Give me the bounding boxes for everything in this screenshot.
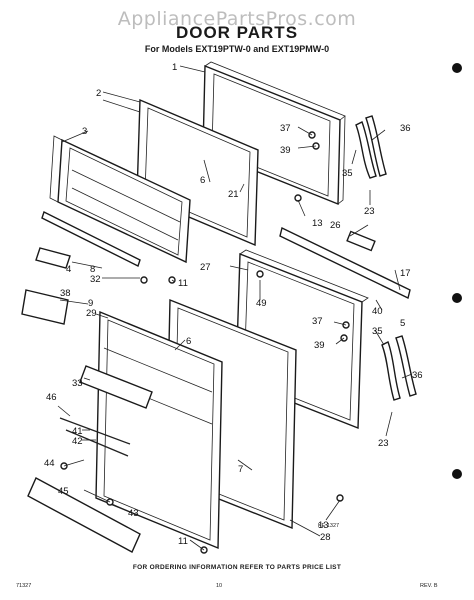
callout-36-upper: 36 — [400, 123, 411, 134]
callout-11-lower: 11 — [178, 536, 188, 547]
page-subtitle: For Models EXT19PTW-0 and EXT19PMW-0 — [144, 44, 330, 54]
breaker-strip — [41, 211, 141, 267]
callout-8: 8 — [90, 264, 95, 275]
callout-45: 45 — [58, 486, 69, 497]
callout-13-lower: 13 — [318, 520, 329, 531]
callout-23-lower: 23 — [378, 438, 389, 449]
callout-17: 17 — [400, 268, 411, 279]
callout-1: 1 — [172, 62, 177, 73]
callout-35-upper: 35 — [342, 168, 353, 179]
footer-page-number: 10 — [216, 583, 223, 589]
watermark: AppliancePartsPros.com — [117, 8, 357, 30]
freezer-door-outer — [202, 61, 346, 206]
callout-28: 28 — [320, 532, 331, 543]
callout-43: 43 — [128, 508, 139, 519]
callout-labels-lower: 6 6 7 11 13 23 35 36 37 39 4 5 — [66, 175, 423, 547]
callout-39-upper: 39 — [280, 145, 291, 156]
upper-hinge — [355, 115, 387, 179]
screw — [256, 270, 264, 278]
callout-6-upper: 6 — [200, 175, 205, 186]
rod — [65, 429, 129, 457]
callout-40: 40 — [372, 306, 383, 317]
reference-code: KE 1327 — [318, 523, 340, 529]
callout-3: 3 — [82, 126, 87, 137]
callout-5: 5 — [400, 318, 405, 329]
callout-11-upper: 11 — [178, 278, 188, 289]
callout-37-lower: 37 — [312, 316, 323, 327]
footer-left: 71327 — [16, 583, 32, 589]
callout-26: 26 — [330, 220, 341, 231]
screw — [294, 194, 302, 202]
callout-23-upper: 23 — [364, 206, 375, 217]
fresh-food-door-liner — [95, 310, 223, 550]
nameplate — [346, 230, 376, 252]
leader-lines — [57, 65, 413, 551]
callout-13-upper: 13 — [312, 218, 323, 229]
screw — [336, 494, 344, 502]
bottom-bin — [27, 477, 141, 553]
binder-hole — [452, 63, 462, 73]
freezer-gasket — [136, 98, 259, 247]
screw — [140, 276, 148, 284]
callout-2: 2 — [96, 88, 101, 99]
callout-7: 7 — [238, 464, 243, 475]
freezer-door-liner — [49, 135, 191, 264]
callout-37-upper: 37 — [280, 123, 291, 134]
callout-32: 32 — [90, 274, 101, 285]
door-shelf — [79, 365, 153, 409]
callout-9: 9 — [88, 298, 93, 309]
callout-33: 33 — [72, 378, 83, 389]
page-title: DOOR PARTS — [175, 23, 299, 42]
callout-21: 21 — [228, 189, 239, 200]
callout-39-lower: 39 — [314, 340, 325, 351]
handle-strip — [279, 226, 411, 300]
binder-hole — [452, 293, 462, 303]
can-rack — [35, 247, 71, 269]
footer-revision: REV. B — [420, 583, 438, 589]
callout-36-lower: 36 — [412, 370, 423, 381]
rod — [59, 417, 131, 445]
callout-6-lower: 6 — [186, 336, 191, 347]
callout-46: 46 — [46, 392, 57, 403]
callout-44: 44 — [44, 458, 55, 469]
callout-41: 41 — [72, 426, 83, 437]
lower-hinge — [381, 335, 417, 401]
binder-hole — [452, 469, 462, 479]
callout-29: 29 — [86, 308, 97, 319]
ice-bucket-shelf — [21, 289, 69, 325]
callout-labels: 1 2 3 8 9 11 13 17 21 23 26 27 28 29 32 … — [44, 62, 411, 543]
callout-38: 38 — [60, 288, 71, 299]
callout-49: 49 — [256, 298, 267, 309]
callout-4: 4 — [66, 264, 71, 275]
callout-42: 42 — [72, 436, 83, 447]
footer-note: FOR ORDERING INFORMATION REFER TO PARTS … — [132, 564, 342, 571]
callout-27: 27 — [200, 262, 211, 273]
callout-35-lower: 35 — [372, 326, 383, 337]
